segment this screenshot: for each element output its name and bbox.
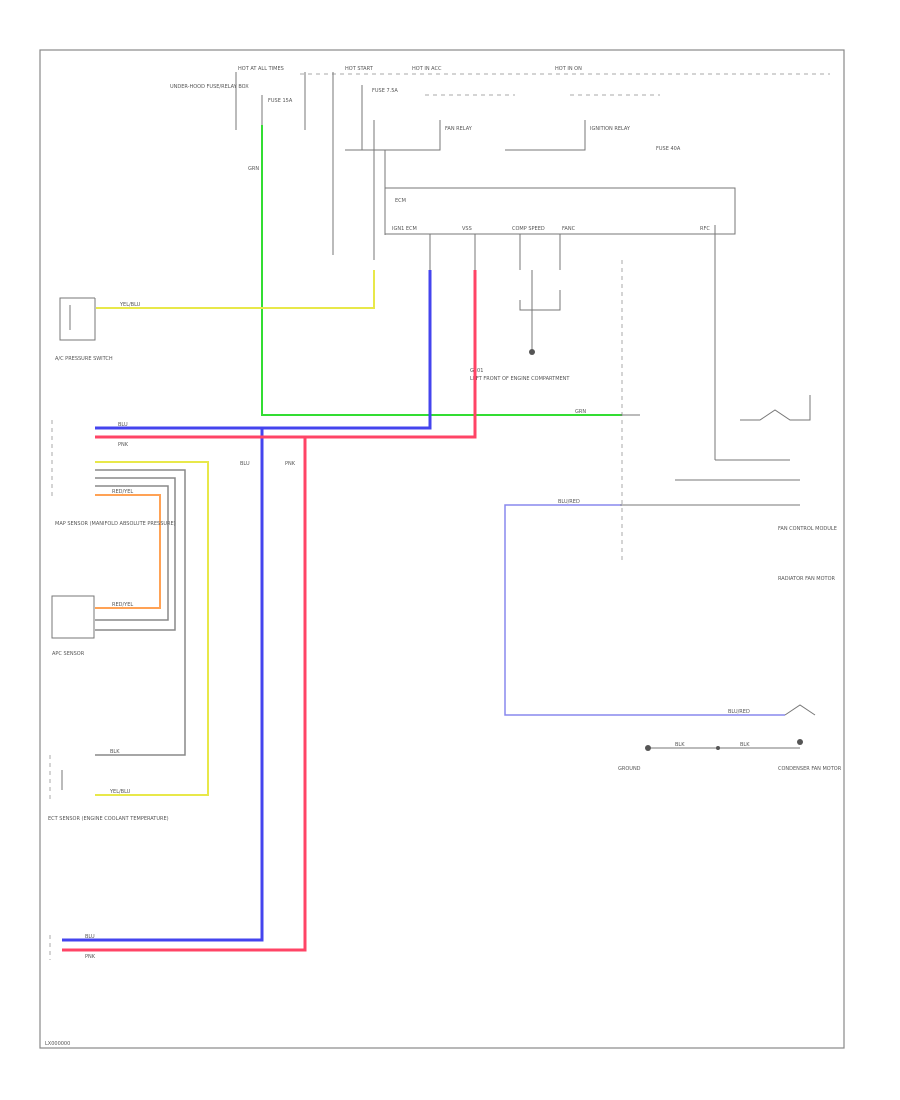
label-g-fan: GROUND bbox=[618, 766, 641, 772]
label-fuse1: FUSE 15A bbox=[268, 98, 293, 104]
diagram-frame bbox=[39, 49, 845, 1049]
ecm-pin-4: FANC bbox=[562, 226, 576, 232]
ecm-outputs: G101 LEFT FRONT OF ENGINE COMPARTMENT bbox=[429, 234, 623, 560]
label-pink-3: PNK bbox=[85, 954, 96, 960]
label-g-ecm: LEFT FRONT OF ENGINE COMPARTMENT bbox=[470, 376, 570, 382]
label-yellow-2: YEL/BLU bbox=[109, 789, 131, 795]
label-pink-1: PNK bbox=[118, 442, 129, 448]
wire-pink: PNK PNK PNK bbox=[62, 270, 477, 960]
wire-light-blue: BLU/RED BLU/RED bbox=[504, 499, 785, 716]
label-hot-run: HOT IN ON bbox=[555, 66, 582, 72]
label-g101: G101 bbox=[470, 368, 483, 374]
label-map-sensor: MAP SENSOR (MANIFOLD ABSOLUTE PRESSURE) bbox=[55, 521, 176, 527]
label-ect-sensor: ECT SENSOR (ENGINE COOLANT TEMPERATURE) bbox=[48, 816, 169, 822]
splice-fan bbox=[716, 746, 720, 750]
ecm-pin-5: RFC bbox=[700, 226, 710, 232]
wire-gray-sensors: BLK bbox=[95, 469, 186, 756]
label-yellow-1: YEL/BLU bbox=[119, 302, 141, 308]
wire-blue: BLU BLU BLU bbox=[62, 270, 432, 942]
label-lblue-2: BLU/RED bbox=[728, 709, 750, 715]
label-blue-3: BLU bbox=[85, 934, 95, 940]
label-blue-1: BLU bbox=[118, 422, 128, 428]
fan-area: FAN CONTROL MODULE RADIATOR FAN MOTOR BL… bbox=[618, 395, 842, 772]
label-hot-acc: HOT IN ACC bbox=[412, 66, 442, 72]
label-hot-start: HOT START bbox=[345, 66, 374, 72]
label-pink-2: PNK bbox=[285, 461, 296, 467]
relay-block-top: HOT START HOT IN ACC HOT IN ON FUSE 7.5A… bbox=[332, 66, 681, 260]
left-components: A/C PRESSURE SWITCH MAP SENSOR (MANIFOLD… bbox=[48, 297, 176, 960]
ecm-pin-2: VSS bbox=[462, 226, 472, 232]
label-orange-1: RED/YEL bbox=[112, 489, 133, 495]
label-fan-relay: FAN RELAY bbox=[445, 126, 473, 132]
label-radiator-fan: RADIATOR FAN MOTOR bbox=[778, 576, 836, 582]
ecm-module: ECM IGN1 ECM VSS COMP SPEED FANC RFC bbox=[384, 187, 790, 461]
label-lblue-1: BLU/RED bbox=[558, 499, 580, 505]
apc-sensor-box bbox=[51, 595, 95, 639]
label-orange-2: RED/YEL bbox=[112, 602, 133, 608]
label-fuse3: FUSE 40A bbox=[656, 146, 681, 152]
label-ecm: ECM bbox=[395, 198, 406, 204]
condenser-terminal bbox=[797, 739, 803, 745]
label-black-1: BLK bbox=[110, 749, 120, 755]
ground-ecm bbox=[529, 349, 535, 355]
label-ac-pressure: A/C PRESSURE SWITCH bbox=[55, 356, 113, 362]
label-black-2: BLK bbox=[675, 742, 685, 748]
wire-orange: RED/YEL RED/YEL bbox=[95, 489, 161, 609]
label-fan-control: FAN CONTROL MODULE bbox=[778, 526, 837, 532]
label-green-1: GRN bbox=[248, 166, 259, 172]
label-fuse-underhood: UNDER-HOOD FUSE/RELAY BOX bbox=[170, 84, 249, 90]
ecm-pin-3: COMP SPEED bbox=[512, 226, 545, 232]
ecm-pin-1: IGN1 ECM bbox=[392, 226, 417, 232]
fuse-block-left: HOT AT ALL TIMES UNDER-HOOD FUSE/RELAY B… bbox=[170, 66, 306, 130]
ac-pressure-switch bbox=[59, 297, 96, 341]
label-ignition-relay: IGNITION RELAY bbox=[590, 126, 631, 132]
label-blue-2: BLU bbox=[240, 461, 250, 467]
label-condenser-fan: CONDENSER FAN MOTOR bbox=[778, 766, 842, 772]
wire-yellow: YEL/BLU YEL/BLU bbox=[95, 270, 375, 796]
ground-fan bbox=[645, 745, 651, 751]
label-green-2: GRN bbox=[575, 409, 586, 415]
label-black-3: BLK bbox=[740, 742, 750, 748]
wire-green: GRN GRN bbox=[248, 125, 622, 416]
label-hot-at-all-times: HOT AT ALL TIMES bbox=[238, 66, 284, 72]
label-fuse2: FUSE 7.5A bbox=[372, 88, 398, 94]
footer-code: LX000000 bbox=[45, 1041, 70, 1047]
label-apc-sensor: APC SENSOR bbox=[52, 651, 85, 657]
